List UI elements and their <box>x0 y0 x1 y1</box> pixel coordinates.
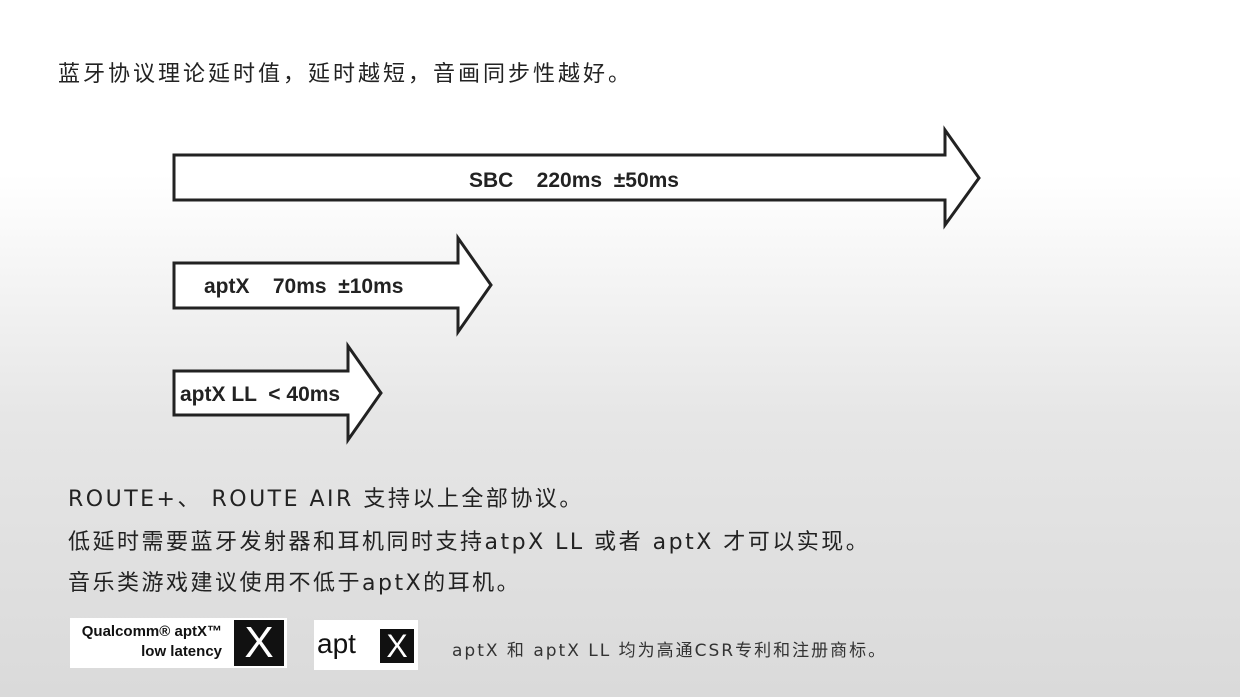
arrow-sbc: SBC 220ms ±50ms <box>172 125 981 230</box>
support-text: ROUTE+、 ROUTE AIR 支持以上全部协议。 <box>68 487 584 512</box>
arrow-aptx: aptX 70ms ±10ms <box>172 233 493 337</box>
arrow-aptx-ll-label: aptX LL < 40ms <box>180 383 340 406</box>
requirement-text: 低延时需要蓝牙发射器和耳机同时支持atpX LL 或者 aptX 才可以实现。 <box>68 530 871 555</box>
arrow-aptx-label: aptX 70ms ±10ms <box>204 275 403 298</box>
qualcomm-aptx-ll-logo: Qualcomm® aptX™ low latency X <box>70 618 287 668</box>
arrow-aptx-ll: aptX LL < 40ms <box>172 341 383 445</box>
page-title: 蓝牙协议理论延时值，延时越短，音画同步性越好。 <box>58 62 634 87</box>
recommendation-text: 音乐类游戏建议使用不低于aptX的耳机。 <box>68 571 522 596</box>
logo-line2: low latency <box>141 643 222 660</box>
trademark-note: aptX 和 aptX LL 均为高通CSR专利和注册商标。 <box>452 641 888 661</box>
logo-line1: Qualcomm® aptX™ <box>81 623 222 640</box>
x-mark-icon: X <box>380 629 414 663</box>
x-mark-icon: X <box>234 620 284 666</box>
arrow-sbc-label: SBC 220ms ±50ms <box>469 169 679 192</box>
aptx-logo-text: apt <box>317 628 356 659</box>
aptx-logo: apt X <box>314 620 418 670</box>
